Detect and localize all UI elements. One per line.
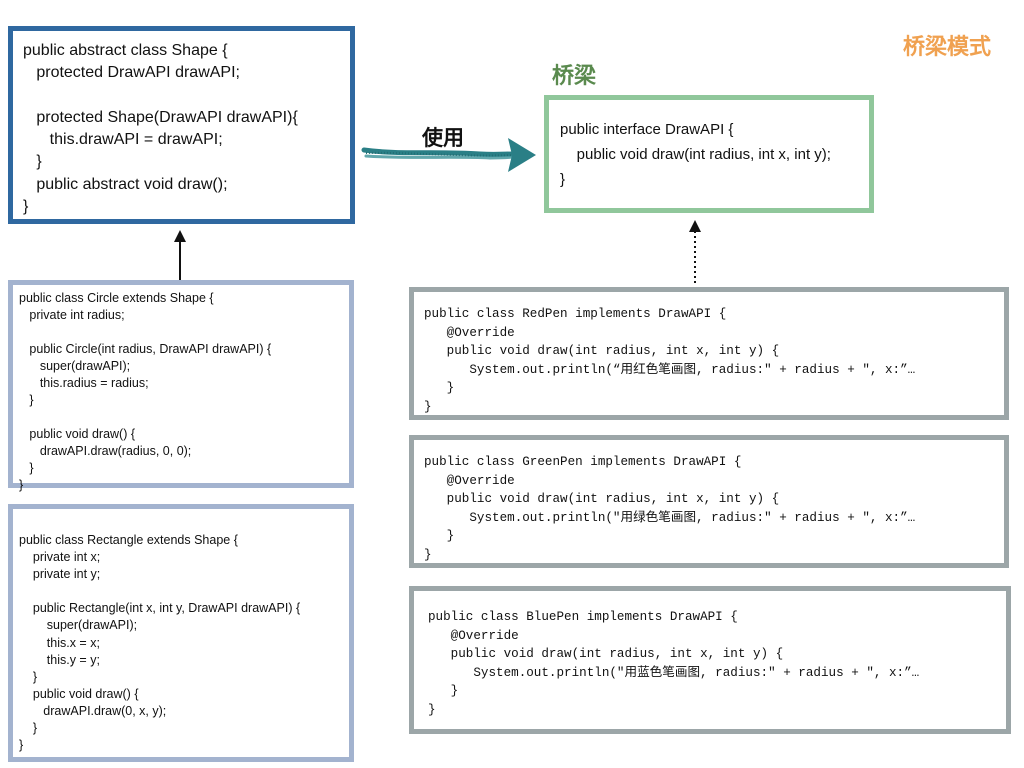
bluepen-class-box: public class BluePen implements DrawAPI … — [409, 586, 1011, 734]
greenpen-class-code: public class GreenPen implements DrawAPI… — [424, 455, 916, 562]
drawapi-interface-code: public interface DrawAPI { public void d… — [560, 121, 831, 188]
shape-class-box: public abstract class Shape { protected … — [8, 26, 355, 224]
rectangle-class-box: public class Rectangle extends Shape { p… — [8, 504, 354, 762]
bridge-label: 桥梁 — [552, 64, 597, 89]
uses-label: 使用 — [422, 126, 464, 150]
circle-class-code: public class Circle extends Shape { priv… — [19, 291, 272, 492]
greenpen-class-box: public class GreenPen implements DrawAPI… — [409, 435, 1009, 568]
circle-class-box: public class Circle extends Shape { priv… — [8, 280, 354, 492]
redpen-class-box: public class RedPen implements DrawAPI {… — [409, 287, 1009, 420]
drawapi-interface-box: public interface DrawAPI { public void d… — [544, 95, 874, 213]
page-title: 桥梁模式 — [902, 35, 991, 60]
shape-class-code: public abstract class Shape { protected … — [23, 42, 298, 216]
rectangle-class-code: public class Rectangle extends Shape { p… — [19, 533, 301, 753]
redpen-class-code: public class RedPen implements DrawAPI {… — [424, 307, 916, 414]
uses-arrow — [361, 138, 536, 172]
bluepen-class-code: public class BluePen implements DrawAPI … — [428, 610, 920, 717]
